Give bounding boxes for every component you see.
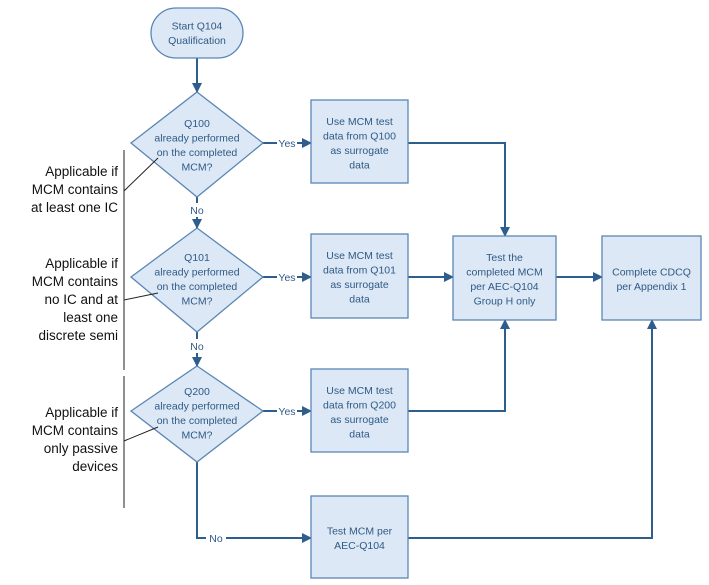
text-line: MCM?: [182, 161, 213, 173]
connectors: [192, 58, 657, 543]
text-line: data from Q101: [323, 264, 396, 276]
note-passive: Applicable if MCM contains only passive dev…: [32, 405, 119, 474]
text-line: MCM contains: [32, 182, 119, 197]
text-line: Use MCM test: [326, 250, 393, 262]
text-line: Qualification: [168, 35, 226, 47]
edge-usq200-to-testh: [408, 319, 510, 412]
text-line: data from Q200: [323, 399, 396, 411]
text-line: as surrogate: [330, 279, 389, 291]
note-ic: Applicable if MCM contains at least one IC: [31, 164, 118, 215]
text-line: on the completed: [157, 415, 238, 427]
label-no-q200: No: [209, 533, 223, 545]
text-line: already performed: [154, 266, 239, 278]
edge-labels: Yes Yes Yes No No No: [187, 136, 297, 545]
text-line: Q100: [184, 118, 210, 130]
text-line: Applicable if: [45, 405, 118, 420]
process-use-q100-text: Use MCM test data from Q100 as surrogate da…: [323, 116, 396, 172]
process-use-q101-text: Use MCM test data from Q101 as surrogate da…: [323, 250, 396, 306]
text-line: already performed: [154, 132, 239, 144]
text-line: data from Q100: [323, 130, 396, 142]
text-line: MCM?: [182, 295, 213, 307]
process-complete-cdcq-text: Complete CDCQ per Appendix 1: [612, 266, 691, 293]
text-line: Test MCM per: [327, 525, 393, 537]
text-line: Use MCM test: [326, 116, 393, 128]
annotations: Applicable if MCM contains at least one IC…: [31, 150, 159, 508]
text-line: Applicable if: [45, 164, 118, 179]
edge-q200-no: [196, 462, 312, 543]
edge-testfull-to-cdcq: [408, 319, 657, 539]
text-line: as surrogate: [330, 145, 389, 157]
text-line: completed MCM: [466, 266, 542, 278]
text-line: Complete CDCQ: [612, 266, 691, 278]
text-line: data: [349, 428, 370, 440]
label-yes-q100: Yes: [278, 138, 295, 150]
text-line: as surrogate: [330, 414, 389, 426]
process-use-q200[interactable]: Use MCM test data from Q200 as surrogate da…: [310, 368, 409, 453]
label-yes-q101: Yes: [278, 272, 295, 284]
text-line: per AEC-Q104: [470, 281, 538, 293]
text-line: MCM contains: [32, 423, 119, 438]
bracket-ic: [123, 150, 159, 232]
text-line: devices: [72, 459, 118, 474]
text-line: Test the: [486, 252, 523, 264]
text-line: already performed: [154, 400, 239, 412]
process-use-q100[interactable]: Use MCM test data from Q100 as surrogate da…: [310, 99, 409, 184]
text-line: data: [349, 293, 370, 305]
text-line: MCM?: [182, 429, 213, 441]
label-no-q101: No: [190, 341, 204, 353]
text-line: Use MCM test: [326, 385, 393, 397]
text-line: on the completed: [157, 147, 238, 159]
process-complete-cdcq[interactable]: Complete CDCQ per Appendix 1: [601, 235, 702, 321]
text-line: AEC-Q104: [334, 540, 385, 552]
text-line: Applicable if: [45, 256, 118, 271]
text-line: MCM contains: [32, 274, 119, 289]
text-line: on the completed: [157, 281, 238, 293]
text-line: least one: [63, 310, 118, 325]
label-yes-q200: Yes: [278, 406, 295, 418]
bracket-passive: [123, 376, 159, 508]
text-line: no IC and at: [44, 292, 118, 307]
bracket-discrete: [123, 232, 159, 370]
text-line: Q101: [184, 252, 210, 264]
text-line: per Appendix 1: [616, 281, 686, 293]
text-line: data: [349, 159, 370, 171]
text-line: Q200: [184, 386, 210, 398]
text-line: Group H only: [474, 295, 537, 307]
edge-usq100-to-testh: [408, 142, 510, 237]
process-use-q200-text: Use MCM test data from Q200 as surrogate da…: [323, 385, 396, 441]
text-line: only passive: [44, 441, 118, 456]
note-discrete: Applicable if MCM contains no IC and at lea…: [32, 256, 119, 343]
text-line: Start Q104: [172, 20, 223, 32]
label-no-q100: No: [190, 205, 204, 217]
process-use-q101[interactable]: Use MCM test data from Q101 as surrogate da…: [310, 233, 409, 319]
text-line: discrete semi: [38, 328, 118, 343]
text-line: at least one IC: [31, 200, 118, 215]
